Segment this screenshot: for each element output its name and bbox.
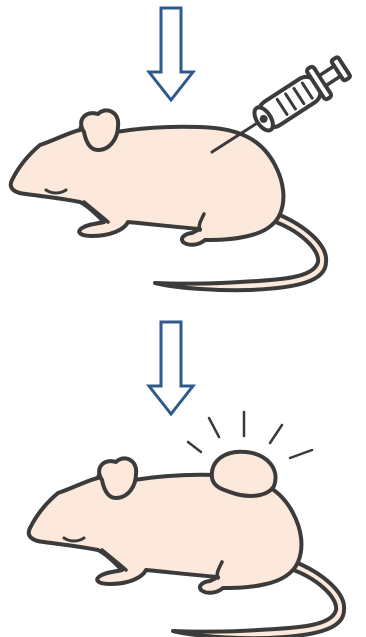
down-arrow-icon [149, 322, 193, 414]
syringe-icon [212, 52, 354, 152]
down-arrow-icon [149, 8, 193, 100]
mouse-icon [11, 110, 326, 290]
mouse-icon [29, 458, 344, 637]
